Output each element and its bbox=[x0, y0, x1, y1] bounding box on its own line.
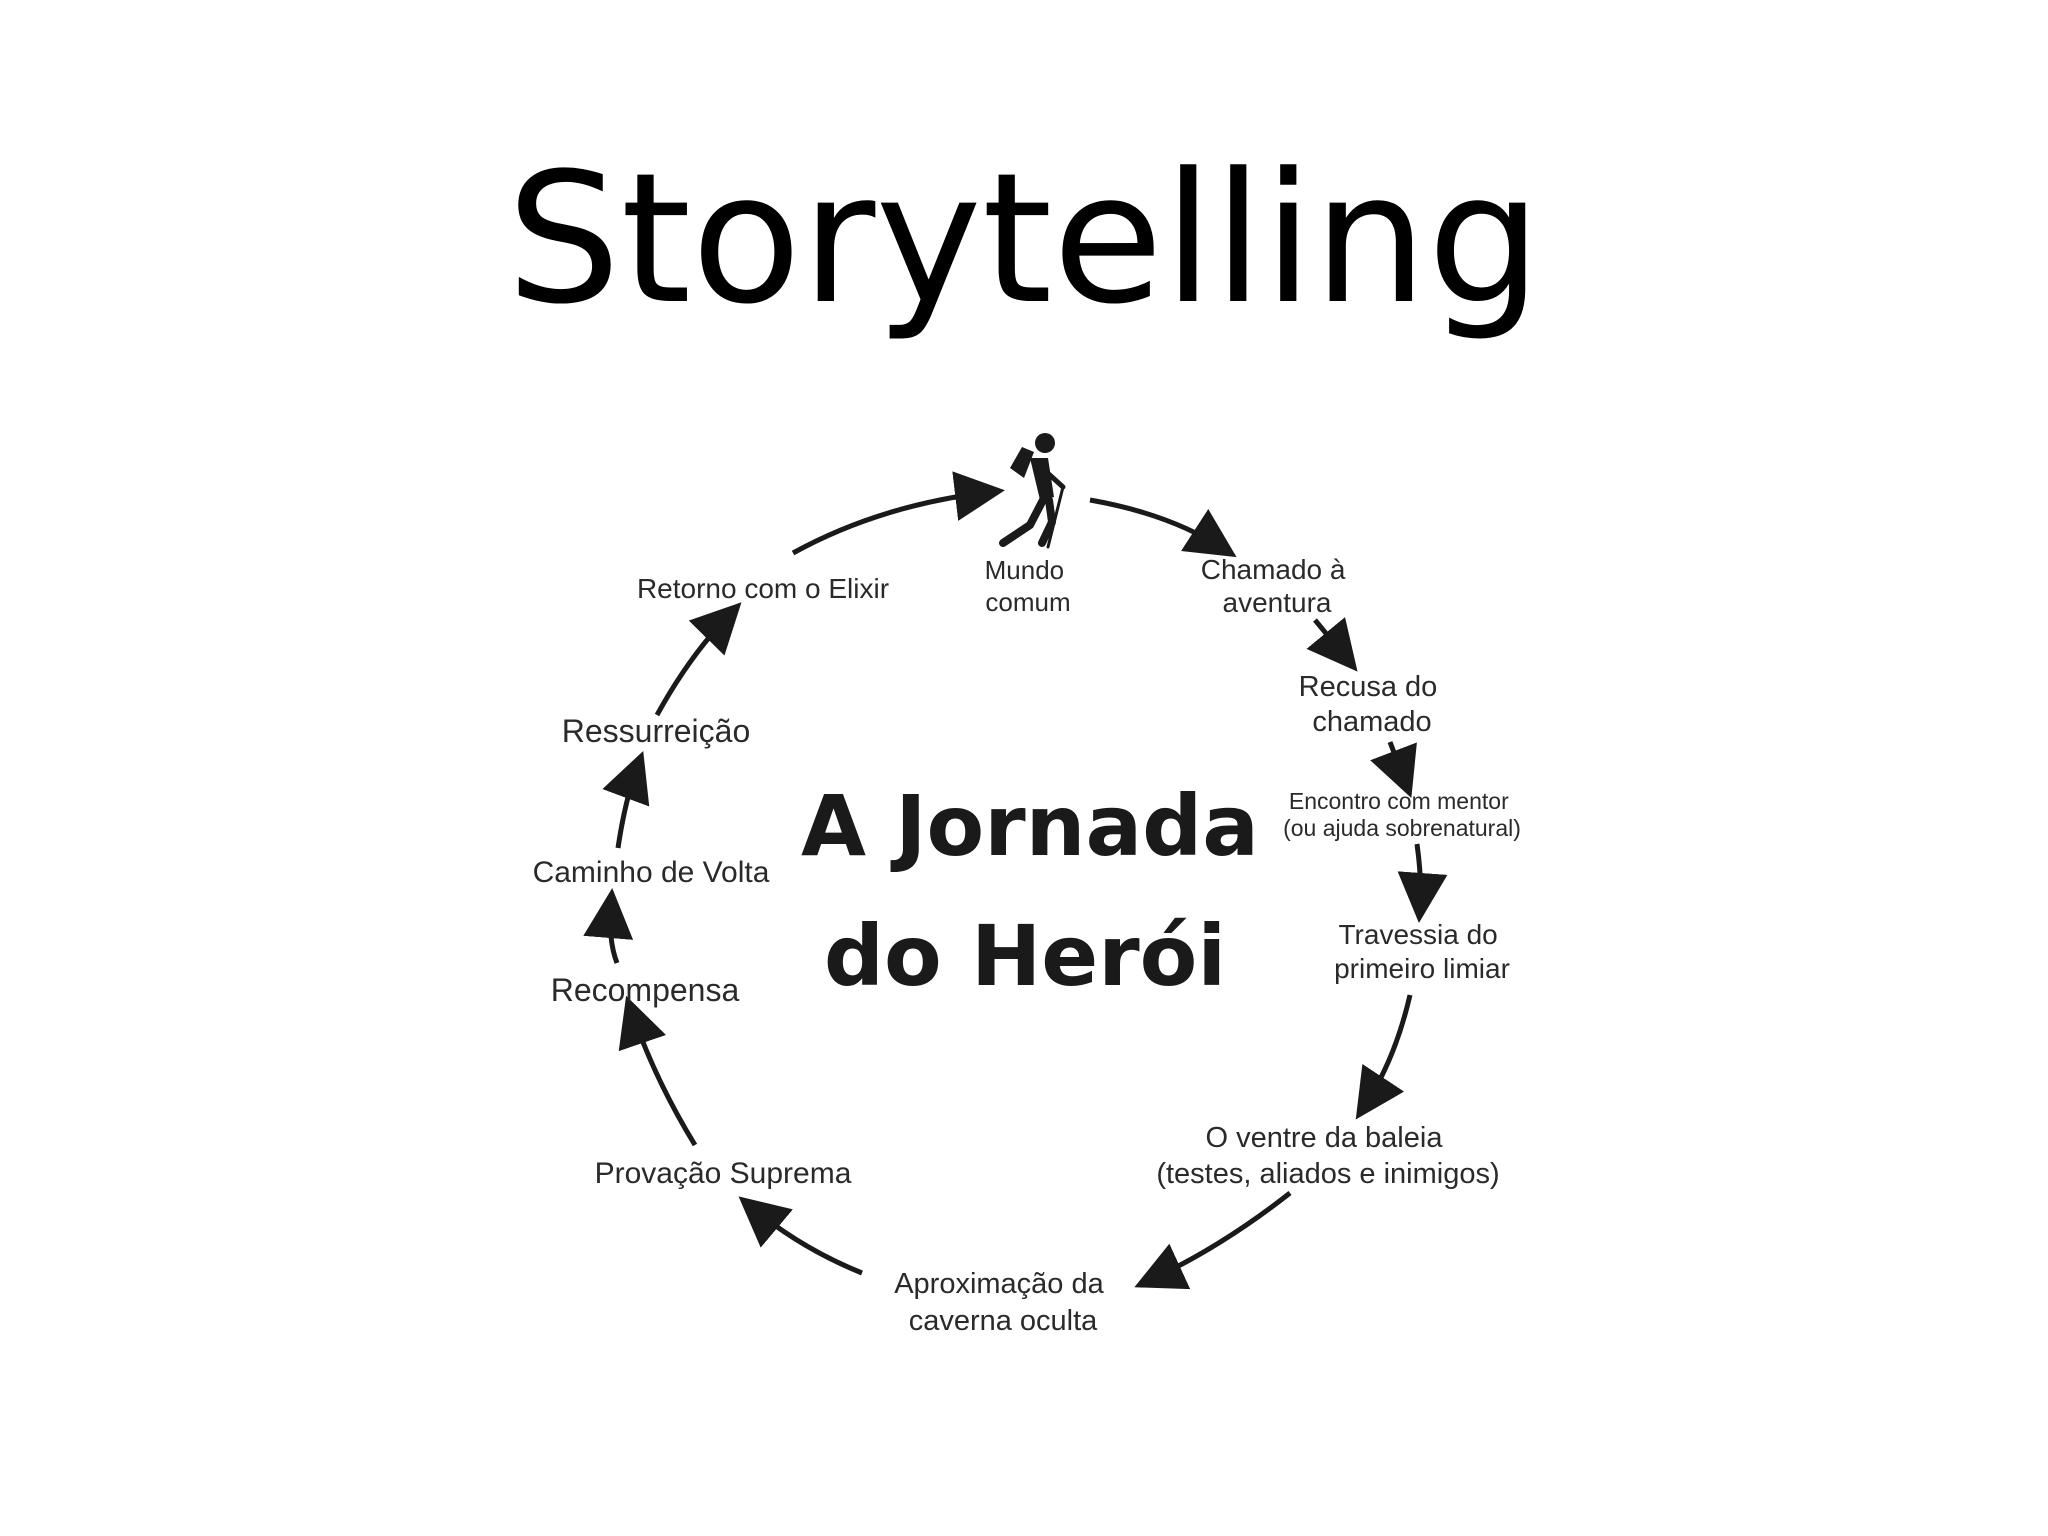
stage-mundo-comum-line-1: Mundo bbox=[985, 555, 1065, 585]
stage-encontro-mentor-line-1: Encontro com mentor bbox=[1289, 788, 1509, 814]
stage-retorno-elixir: Retorno com o Elixir bbox=[637, 573, 889, 604]
stage-ventre-baleia: O ventre da baleia (testes, aliados e in… bbox=[1156, 1122, 1499, 1190]
arrow-ventre-to-aproximacao bbox=[1134, 1191, 1292, 1290]
stage-chamado-aventura-line-2: aventura bbox=[1223, 587, 1332, 618]
stage-ventre-baleia-line-2: (testes, aliados e inimigos) bbox=[1156, 1158, 1499, 1190]
stage-mundo-comum: Mundo comum bbox=[985, 555, 1072, 617]
stage-travessia-limiar-line-1: Travessia do bbox=[1338, 919, 1497, 950]
center-title-line-2: do Herói bbox=[824, 907, 1226, 1005]
cycle-arrows bbox=[583, 471, 1448, 1290]
arrow-ressurreicao-to-retorno bbox=[654, 602, 742, 717]
stage-aproximacao-caverna-line-1: Aproximação da bbox=[894, 1268, 1104, 1300]
stage-encontro-mentor: Encontro com mentor (ou ajuda sobrenatur… bbox=[1283, 788, 1521, 841]
hiker-icon bbox=[999, 433, 1066, 549]
arrow-recusa-to-encontro bbox=[1370, 741, 1417, 799]
stage-travessia-limiar-line-2: primeiro limiar bbox=[1334, 953, 1510, 984]
stage-aproximacao-caverna: Aproximação da caverna oculta bbox=[894, 1268, 1112, 1337]
stage-labels: Mundo comum Chamado à aventura Recusa do… bbox=[533, 554, 1521, 1337]
stage-aproximacao-caverna-line-2: caverna oculta bbox=[909, 1305, 1098, 1337]
stage-travessia-limiar: Travessia do primeiro limiar bbox=[1334, 919, 1510, 984]
stage-caminho-volta: Caminho de Volta bbox=[533, 856, 770, 889]
arrow-chamado-to-recusa bbox=[1306, 617, 1358, 672]
arrow-travessia-to-ventre bbox=[1355, 994, 1413, 1120]
stage-recusa-chamado-line-2: chamado bbox=[1312, 706, 1431, 738]
stage-ressurreicao: Ressurreição bbox=[562, 713, 751, 749]
stage-ventre-baleia-line-1: O ventre da baleia bbox=[1205, 1122, 1443, 1154]
arrow-provacao-to-recompensa bbox=[618, 995, 698, 1147]
arrow-mundo-to-chamado bbox=[1089, 497, 1237, 558]
stage-recusa-chamado: Recusa do chamado bbox=[1299, 671, 1446, 738]
arrow-aproximacao-to-provacao bbox=[738, 1196, 863, 1276]
stage-mundo-comum-line-2: comum bbox=[985, 587, 1070, 617]
slide-title: Storytelling bbox=[506, 135, 1542, 344]
arrow-encontro-to-travessia bbox=[1397, 843, 1448, 923]
arrow-retorno-to-mundo bbox=[791, 471, 1005, 556]
center-title-line-1: A Jornada bbox=[801, 777, 1259, 875]
stage-chamado-aventura-line-1: Chamado à bbox=[1201, 554, 1346, 585]
stage-provacao-suprema: Provação Suprema bbox=[595, 1157, 852, 1190]
arrow-caminho-to-ressurreicao bbox=[602, 750, 650, 849]
arrow-recompensa-to-caminho bbox=[583, 888, 634, 964]
stage-recompensa: Recompensa bbox=[551, 972, 740, 1008]
stage-chamado-aventura: Chamado à aventura bbox=[1201, 554, 1354, 618]
stage-recusa-chamado-line-1: Recusa do bbox=[1299, 671, 1438, 703]
stage-encontro-mentor-line-2: (ou ajuda sobrenatural) bbox=[1283, 815, 1521, 841]
